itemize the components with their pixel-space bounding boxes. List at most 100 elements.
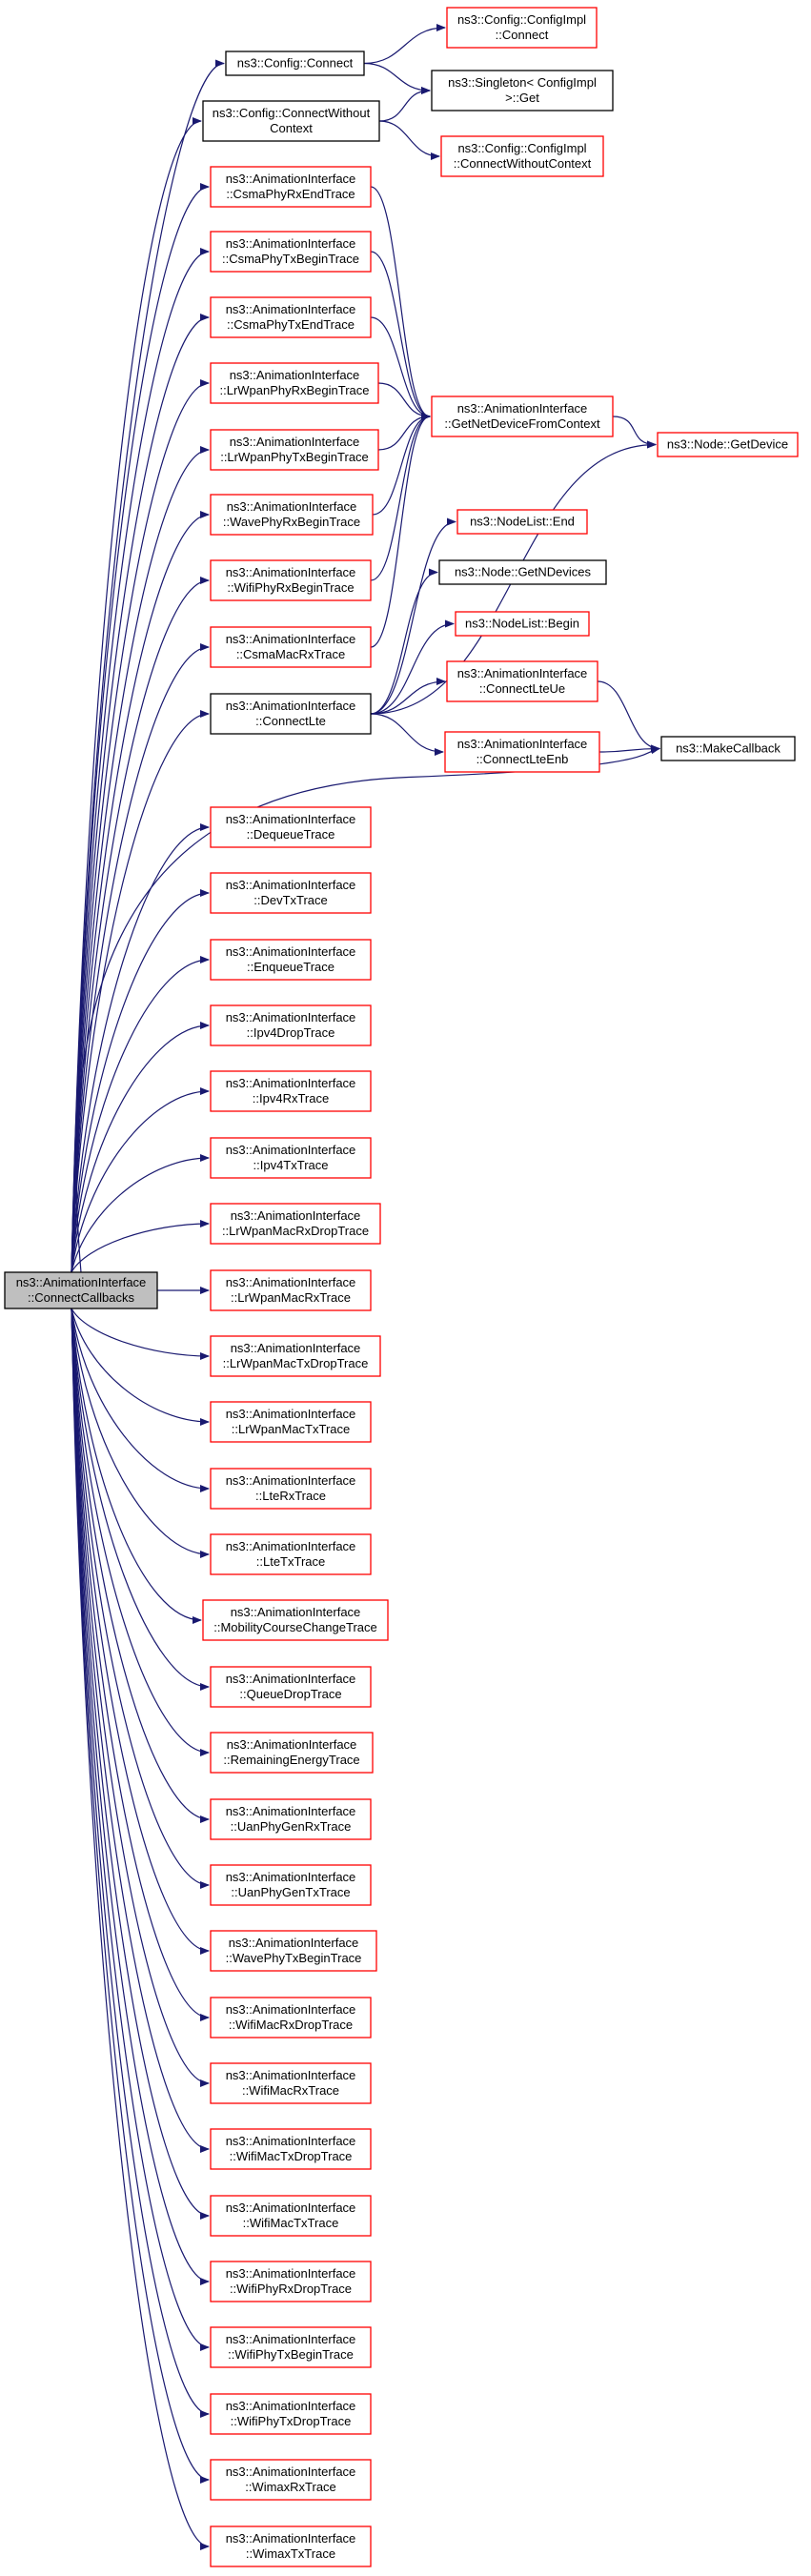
- edge-csma_phy_tx_end-to-get_netdevice: [370, 316, 431, 420]
- node-node-getdevice[interactable]: ns3::Node::GetDevice: [657, 432, 799, 457]
- node-configimpl-connect[interactable]: ns3::Config::ConfigImpl::Connect: [446, 7, 598, 49]
- node-box: [431, 70, 614, 112]
- node-wifi-mac-tx-drop[interactable]: ns3::AnimationInterface::WifiMacTxDropTr…: [210, 2128, 372, 2170]
- node-lte-tx[interactable]: ns3::AnimationInterface::LteTxTrace: [210, 1533, 372, 1575]
- node-box: [210, 1401, 372, 1443]
- node-lrwpan-phy-rx-begin[interactable]: ns3::AnimationInterface::LrWpanPhyRxBegi…: [210, 362, 379, 404]
- node-label-line: ::CsmaPhyRxEndTrace: [226, 187, 355, 201]
- node-configimpl-connect-wc[interactable]: ns3::Config::ConfigImpl::ConnectWithoutC…: [440, 135, 604, 177]
- node-label-line: ns3::AnimationInterface: [226, 2266, 356, 2281]
- node-box: [210, 1269, 372, 1311]
- node-connect-lte-ue[interactable]: ns3::AnimationInterface::ConnectLteUe: [446, 660, 598, 702]
- node-lrwpan-mac-rx-drop[interactable]: ns3::AnimationInterface::LrWpanMacRxDrop…: [210, 1203, 381, 1245]
- node-nodelist-end[interactable]: ns3::NodeList::End: [456, 509, 588, 535]
- node-ipv4tx[interactable]: ns3::AnimationInterface::Ipv4TxTrace: [210, 1137, 372, 1179]
- node-box: [657, 432, 799, 457]
- node-label-line: ::WifiMacTxDropTrace: [230, 2149, 353, 2163]
- edge-connect_lte-to-nodelist_end: [370, 517, 456, 715]
- edge-root-to-queue_drop: [71, 1308, 210, 1691]
- node-wimax-rx[interactable]: ns3::AnimationInterface::WimaxRxTrace: [210, 2459, 372, 2501]
- node-label-line: ns3::Config::Connect: [237, 56, 354, 71]
- node-label-line: ns3::AnimationInterface: [457, 737, 588, 751]
- edge-root-to-csma_mac_rx: [71, 643, 210, 1273]
- node-label-line: ::WifiPhyTxBeginTrace: [228, 2347, 354, 2362]
- node-box: [210, 2459, 372, 2501]
- node-label-line: ::UanPhyGenRxTrace: [231, 1819, 352, 1834]
- node-wave-phy-rx-begin[interactable]: ns3::AnimationInterface::WavePhyRxBeginT…: [210, 494, 374, 536]
- node-lrwpan-mac-tx[interactable]: ns3::AnimationInterface::LrWpanMacTxTrac…: [210, 1401, 372, 1443]
- node-label-line: ns3::AnimationInterface: [226, 1076, 356, 1090]
- node-label-line: ns3::AnimationInterface: [226, 172, 356, 186]
- edge-config_connect_wc-to-singleton_get: [378, 87, 431, 122]
- node-connect-lte-enb[interactable]: ns3::AnimationInterface::ConnectLteEnb: [444, 731, 600, 773]
- node-mobility[interactable]: ns3::AnimationInterface::MobilityCourseC…: [202, 1599, 389, 1641]
- node-box: [4, 1271, 158, 1309]
- node-ipv4rx[interactable]: ns3::AnimationInterface::Ipv4RxTrace: [210, 1070, 372, 1112]
- node-box: [202, 1599, 389, 1641]
- node-label-line: ns3::Config::ConnectWithout: [213, 106, 371, 120]
- node-wifi-mac-rx[interactable]: ns3::AnimationInterface::WifiMacRxTrace: [210, 2062, 372, 2104]
- node-remaining-energy[interactable]: ns3::AnimationInterface::RemainingEnergy…: [210, 1732, 374, 1774]
- edge-connect_lte_enb-to-make_callback: [598, 744, 660, 753]
- node-label-line: ns3::AnimationInterface: [226, 1275, 356, 1289]
- edge-root-to-mobility: [71, 1308, 202, 1624]
- edge-root-to-csma_phy_tx_begin: [71, 248, 210, 1273]
- node-label-line: ns3::AnimationInterface: [226, 1672, 356, 1686]
- node-wave-phy-tx-begin[interactable]: ns3::AnimationInterface::WavePhyTxBeginT…: [210, 1930, 377, 1972]
- node-get-netdevice[interactable]: ns3::AnimationInterface::GetNetDeviceFro…: [431, 396, 614, 437]
- node-wimax-tx[interactable]: ns3::AnimationInterface::WimaxTxTrace: [210, 2525, 372, 2567]
- node-box: [210, 1070, 372, 1112]
- node-queue-drop[interactable]: ns3::AnimationInterface::QueueDropTrace: [210, 1666, 372, 1708]
- edge-root-to-wave_phy_rx_begin: [71, 511, 210, 1273]
- node-label-line: ::CsmaPhyTxBeginTrace: [222, 252, 359, 266]
- node-enqueue[interactable]: ns3::AnimationInterface::EnqueueTrace: [210, 939, 372, 981]
- node-label-line: ns3::AnimationInterface: [16, 1275, 147, 1289]
- node-devtx[interactable]: ns3::AnimationInterface::DevTxTrace: [210, 872, 372, 914]
- node-dequeue[interactable]: ns3::AnimationInterface::DequeueTrace: [210, 806, 372, 848]
- edge-root-to-ipv4drop: [71, 1022, 210, 1273]
- node-box: [210, 2525, 372, 2567]
- node-csma-phy-tx-begin[interactable]: ns3::AnimationInterface::CsmaPhyTxBeginT…: [210, 231, 372, 273]
- node-label-line: ::LrWpanMacRxTrace: [231, 1290, 351, 1305]
- node-uan-phy-gen-tx[interactable]: ns3::AnimationInterface::UanPhyGenTxTrac…: [210, 1864, 372, 1906]
- node-label-line: ::QueueDropTrace: [239, 1687, 341, 1701]
- node-wifi-phy-tx-begin[interactable]: ns3::AnimationInterface::WifiPhyTxBeginT…: [210, 2326, 372, 2368]
- node-wifi-phy-rx-begin[interactable]: ns3::AnimationInterface::WifiPhyRxBeginT…: [210, 559, 372, 601]
- edge-root-to-ipv4tx: [71, 1154, 210, 1273]
- edge-root-to-wimax_tx: [71, 1308, 210, 2550]
- node-label-line: ::WimaxRxTrace: [245, 2480, 336, 2494]
- node-label-line: ::LrWpanPhyTxBeginTrace: [220, 450, 369, 464]
- node-lrwpan-mac-tx-drop[interactable]: ns3::AnimationInterface::LrWpanMacTxDrop…: [210, 1335, 381, 1377]
- edge-root-to-wifi_mac_rx: [71, 1308, 210, 2087]
- node-wifi-phy-rx-drop[interactable]: ns3::AnimationInterface::WifiPhyRxDropTr…: [210, 2261, 372, 2302]
- node-label-line: ::MobilityCourseChangeTrace: [213, 1620, 376, 1634]
- node-csma-mac-rx[interactable]: ns3::AnimationInterface::CsmaMacRxTrace: [210, 626, 372, 668]
- node-label-line: ns3::AnimationInterface: [226, 812, 356, 826]
- node-label-line: ns3::AnimationInterface: [230, 435, 360, 449]
- edge-csma_phy_tx_begin-to-get_netdevice: [370, 251, 431, 420]
- node-wifi-phy-tx-drop[interactable]: ns3::AnimationInterface::WifiPhyTxDropTr…: [210, 2393, 372, 2435]
- node-label-line: ::EnqueueTrace: [247, 960, 335, 974]
- node-lrwpan-mac-rx[interactable]: ns3::AnimationInterface::LrWpanMacRxTrac…: [210, 1269, 372, 1311]
- node-wifi-mac-tx[interactable]: ns3::AnimationInterface::WifiMacTxTrace: [210, 2195, 372, 2237]
- node-lte-rx[interactable]: ns3::AnimationInterface::LteRxTrace: [210, 1468, 372, 1510]
- node-label-line: ns3::AnimationInterface: [226, 944, 356, 959]
- node-csma-phy-tx-end[interactable]: ns3::AnimationInterface::CsmaPhyTxEndTra…: [210, 296, 372, 338]
- node-label-line: ns3::AnimationInterface: [226, 2399, 356, 2413]
- node-label-line: ::LrWpanPhyRxBeginTrace: [219, 383, 369, 397]
- node-box: [210, 806, 372, 848]
- edge-root-to-lrwpan_phy_tx_begin: [71, 446, 210, 1273]
- node-label-line: ::WifiPhyRxBeginTrace: [227, 580, 354, 595]
- node-uan-phy-gen-rx[interactable]: ns3::AnimationInterface::UanPhyGenRxTrac…: [210, 1798, 372, 1840]
- node-csma-phy-rx-end[interactable]: ns3::AnimationInterface::CsmaPhyRxEndTra…: [210, 166, 372, 208]
- node-label-line: ns3::Singleton< ConfigImpl: [448, 75, 597, 90]
- node-ipv4drop[interactable]: ns3::AnimationInterface::Ipv4DropTrace: [210, 1004, 372, 1046]
- node-label-line: ns3::AnimationInterface: [231, 1208, 361, 1223]
- node-lrwpan-phy-tx-begin[interactable]: ns3::AnimationInterface::LrWpanPhyTxBegi…: [210, 429, 379, 471]
- edge-root-to-wave_phy_tx_begin: [71, 1308, 210, 1955]
- node-label-line: ::CsmaPhyTxEndTrace: [227, 317, 355, 332]
- node-wifi-mac-rx-drop[interactable]: ns3::AnimationInterface::WifiMacRxDropTr…: [210, 1997, 372, 2038]
- edge-config_connect-to-singleton_get: [363, 62, 431, 94]
- node-nodelist-begin[interactable]: ns3::NodeList::Begin: [455, 611, 590, 637]
- edge-connect_lte-to-connect_lte_ue: [370, 678, 446, 715]
